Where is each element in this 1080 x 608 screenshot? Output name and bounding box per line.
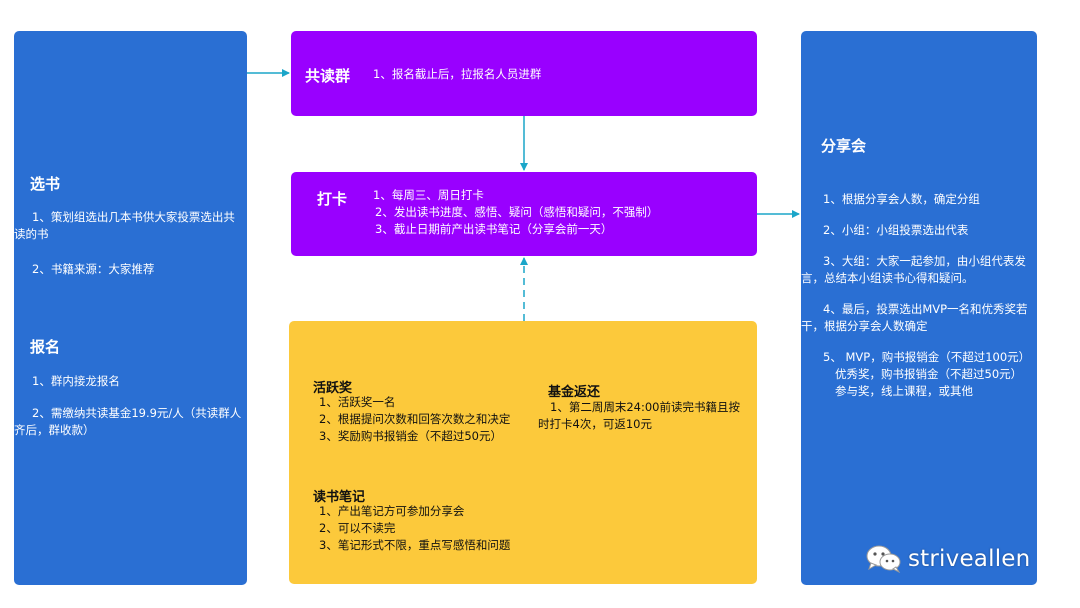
checkin-title: 打卡: [317, 190, 348, 208]
active-award-text: 1、活跃奖一名 2、根据提问次数和回答次数之和决定 3、奖励购书报销金（不超过5…: [319, 395, 511, 443]
group-text: 1、报名截止后，拉报名人员进群: [373, 67, 542, 81]
signup-title: 报名: [30, 338, 61, 356]
checkin-box: 打卡 1、每周三、周日打卡 2、发出读书进度、感悟、疑问（感悟和疑问，不强制） …: [291, 172, 757, 256]
share-title: 分享会: [821, 137, 867, 155]
rules-box: 活跃奖 1、活跃奖一名 2、根据提问次数和回答次数之和决定 3、奖励购书报销金（…: [289, 321, 757, 584]
group-title: 共读群: [305, 67, 351, 85]
checkin-text: 1、每周三、周日打卡 2、发出读书进度、感悟、疑问（感悟和疑问，不强制） 3、截…: [373, 188, 659, 236]
share-panel: 分享会 1、根据分享会人数，确定分组 2、小组：小组投票选出代表 3、大组：大家…: [801, 31, 1037, 585]
watermark: striveallen: [866, 545, 1030, 573]
select-book-title: 选书: [30, 175, 61, 193]
left-panel: 选书 1、策划组选出几本书供大家投票选出共 读的书 2、书籍来源：大家推荐 报名…: [14, 31, 247, 585]
group-box: 共读群 1、报名截止后，拉报名人员进群: [291, 31, 757, 116]
share-text: 1、根据分享会人数，确定分组 2、小组：小组投票选出代表 3、大组：大家一起参加…: [801, 192, 1031, 398]
reading-notes-text: 1、产出笔记方可参加分享会 2、可以不读完 3、笔记形式不限，重点写感悟和问题: [319, 504, 511, 552]
select-book-text: 1、策划组选出几本书供大家投票选出共 读的书 2、书籍来源：大家推荐: [14, 210, 235, 276]
reading-notes-title: 读书笔记: [313, 490, 366, 505]
wechat-icon: [866, 545, 901, 573]
fund-return-title: 基金返还: [548, 385, 601, 400]
active-award-title: 活跃奖: [313, 381, 353, 396]
watermark-text: striveallen: [908, 546, 1031, 572]
fund-return-text: 1、第二周周末24:00前读完书籍且按 时打卡4次，可返10元: [538, 400, 740, 431]
signup-text: 1、群内接龙报名 2、需缴纳共读基金19.9元/人（共读群人 齐后，群收款）: [14, 374, 242, 437]
